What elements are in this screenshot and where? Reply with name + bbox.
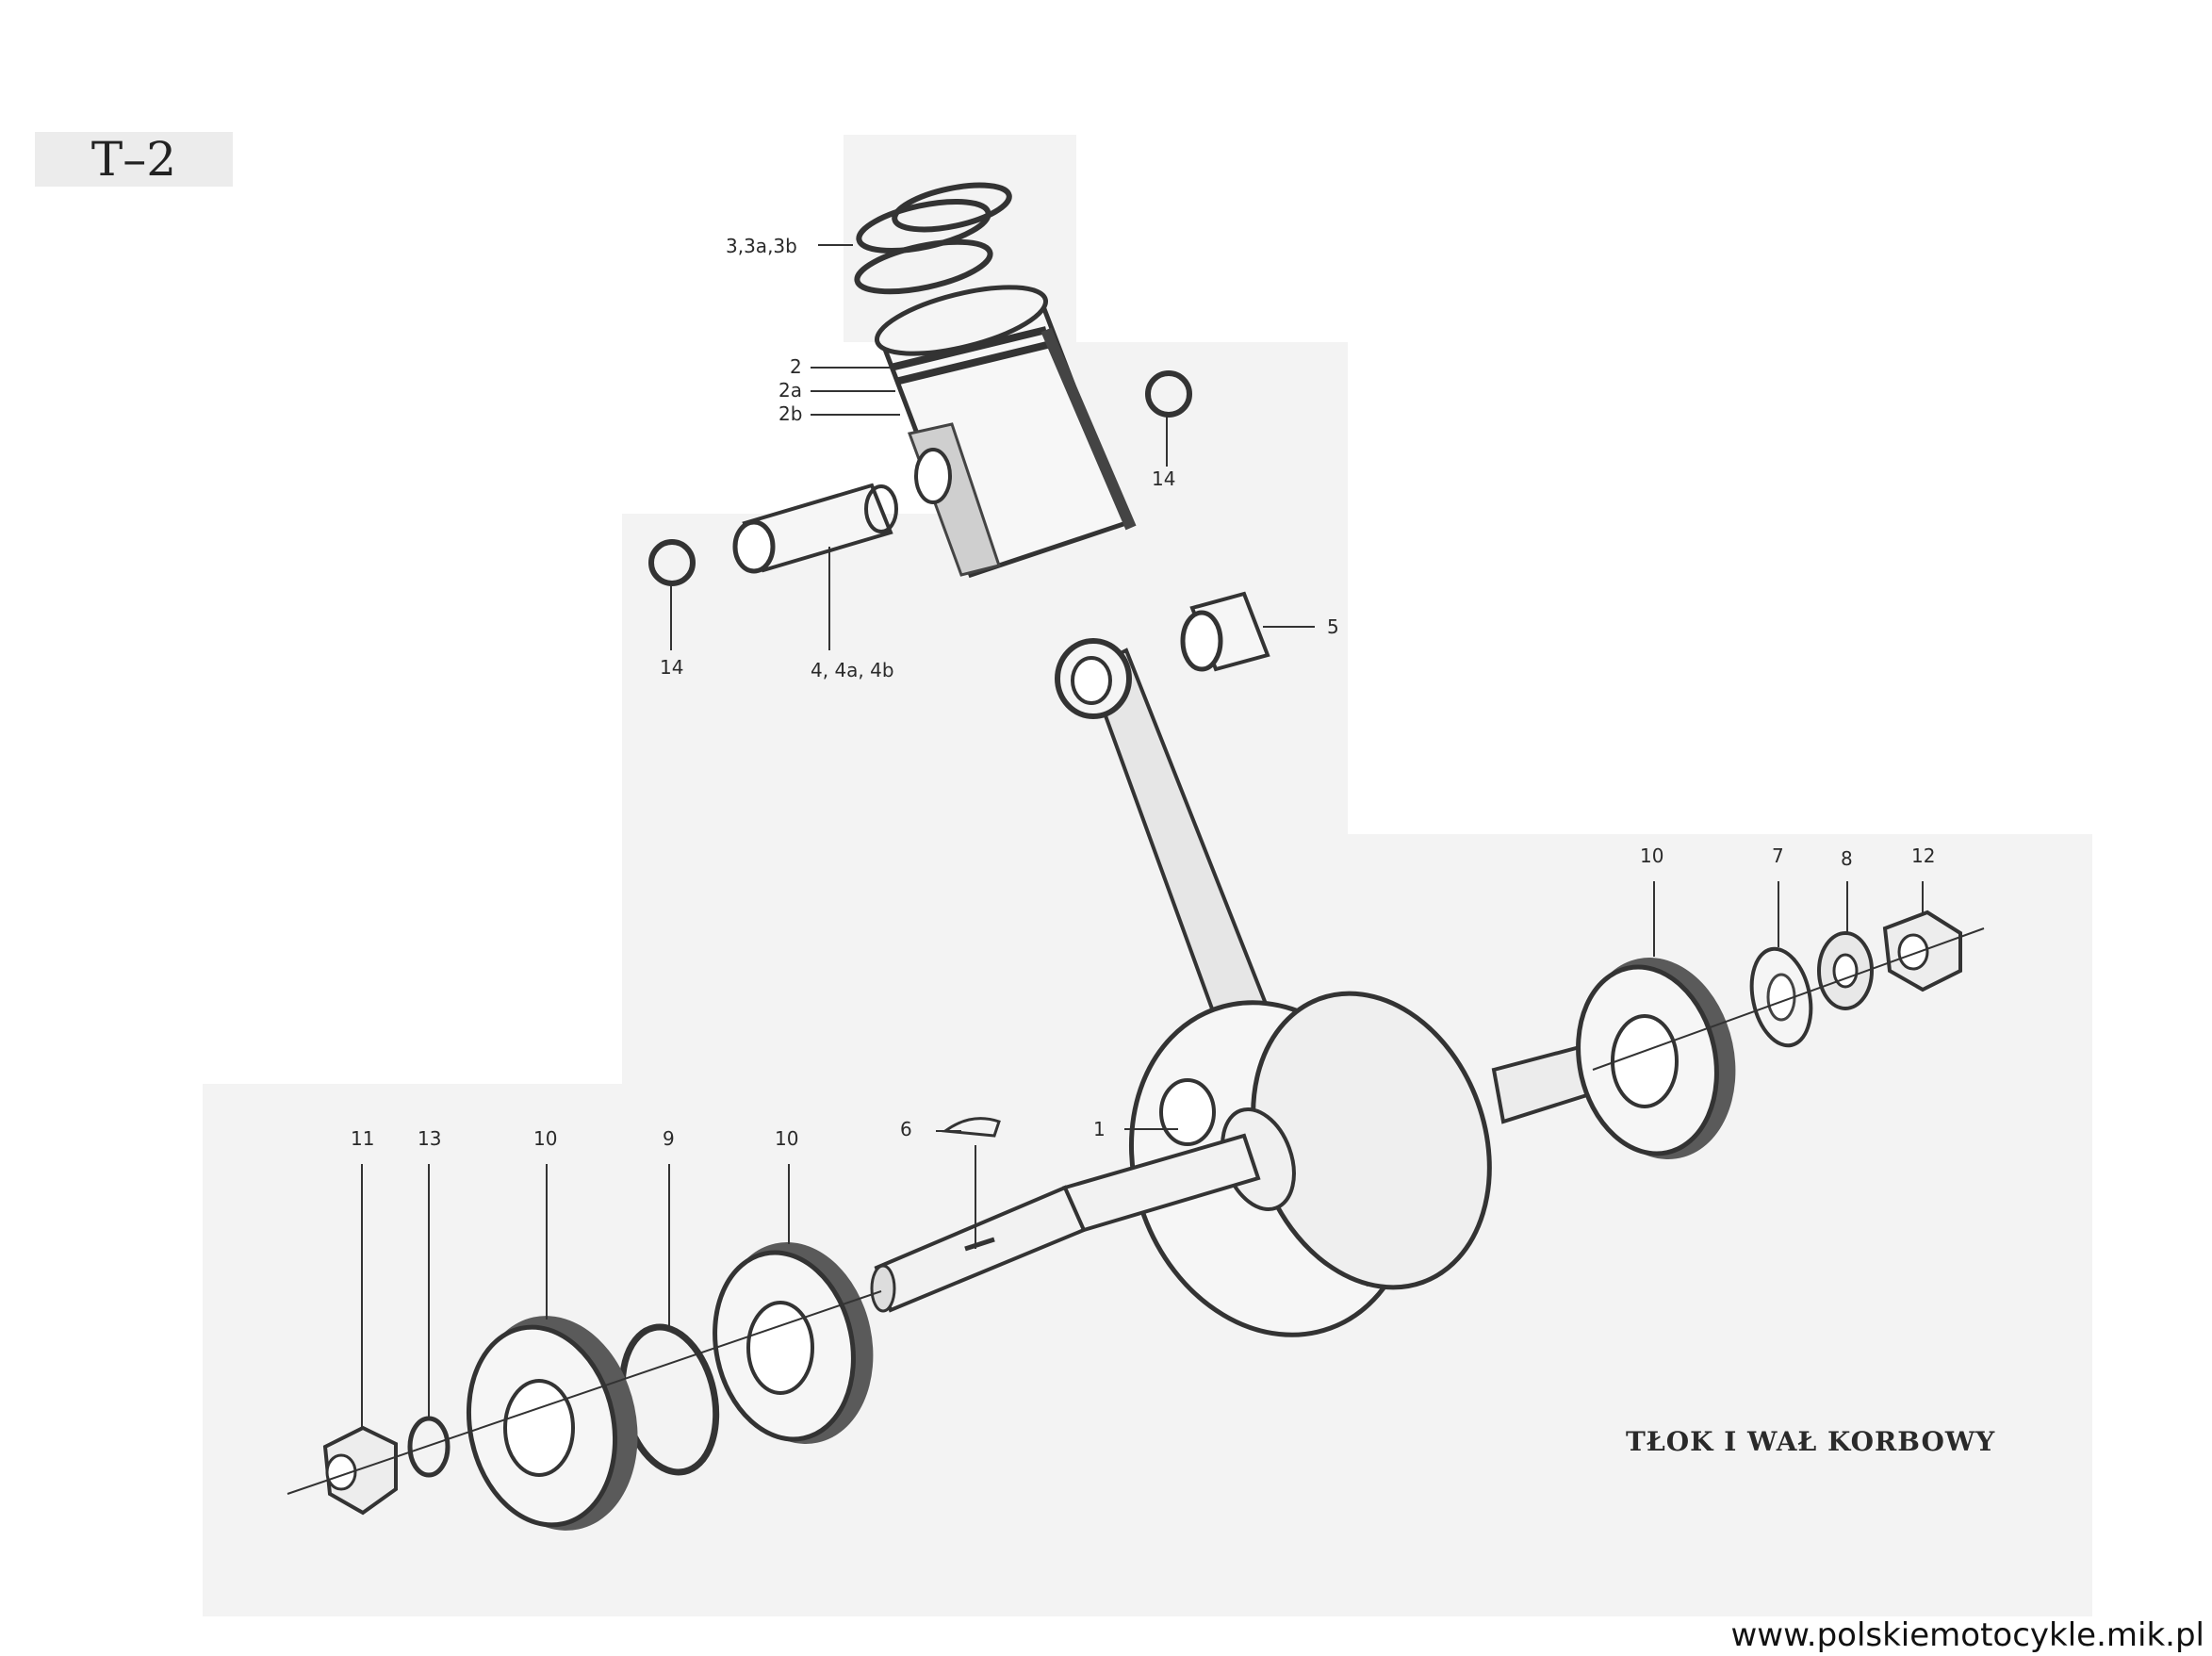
bearing-left-outer [466,1316,638,1531]
circlip-right [1145,370,1192,418]
lock-washer [1817,931,1874,1010]
callout-piston-2: 2 [790,355,802,378]
callout-needle-bearing: 5 [1327,615,1339,638]
nut-left [322,1425,398,1516]
callout-circlip-left: 14 [660,656,683,679]
connecting-rod [1055,638,1270,1035]
callout-bearing-left-inner: 10 [775,1127,798,1150]
callout-lock-washer: 8 [1841,847,1853,870]
piston-pin [732,483,898,574]
callout-piston-2b: 2b [778,402,802,425]
callout-circlip-right: 14 [1152,467,1175,490]
callout-crankshaft: 1 [1093,1118,1106,1140]
axis-line-left [287,1290,882,1495]
crankshaft [870,991,1596,1337]
callout-shim: 9 [663,1127,675,1150]
axis-line-right [1592,927,1985,1071]
sheet-code: T–2 [35,132,233,187]
callout-piston-2a: 2a [778,379,802,402]
callout-nut-left: 11 [351,1127,374,1150]
callout-labels: 3,3a,3b 2 2a 2b 14 14 4, 4a, 4b 5 1 6 10… [351,235,1935,1150]
callout-piston-pin: 4, 4a, 4b [811,659,894,681]
callout-bearing-left-outer: 10 [533,1127,557,1150]
washer-right [1749,946,1813,1048]
callout-bearing-right: 10 [1640,844,1663,867]
figure-caption: TŁOK I WAŁ KORBOWY [1626,1426,1996,1457]
leader-lines [361,244,1924,1428]
callout-spring-washer: 13 [418,1127,441,1150]
bearing-right [1576,958,1736,1159]
callout-washer-right: 7 [1772,844,1784,867]
bearing-left-inner [713,1242,874,1444]
callout-nut-right: 12 [1911,844,1935,867]
callout-rings: 3,3a,3b [726,235,797,257]
needle-bearing [1180,591,1270,672]
piston-rings [854,182,1012,295]
piston [874,285,1137,579]
callout-key: 6 [900,1118,912,1140]
watermark-url: www.polskiemotocykle.mik.pl [1730,1616,2204,1654]
circlip-left [648,539,696,586]
